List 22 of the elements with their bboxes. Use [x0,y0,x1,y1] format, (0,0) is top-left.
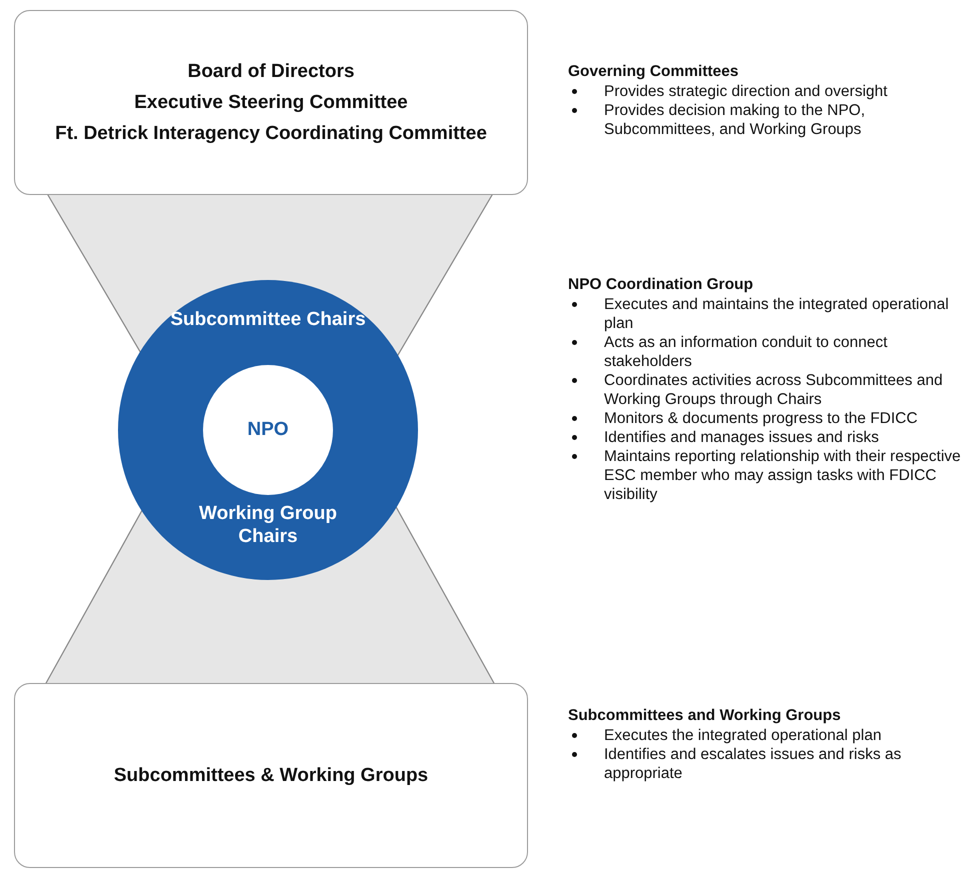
committee-box [14,10,528,195]
box-heading: Ft. Detrick Interagency Coordinating Committee [55,122,487,145]
bullet-text: Identifies and manages issues and risks [568,428,968,447]
bullet-text: Maintains reporting relationship with their respective ESC member who may assign tasks with FDICC visibility [568,447,968,504]
bullet-text: Executes the integrated operational plan [568,726,968,745]
bullet-text: Monitors & documents progress to the FDICC [568,409,968,428]
groups-box [14,683,528,868]
box-heading: Subcommittees & Working Groups [114,764,428,787]
bullet-text: Acts as an information conduit to connect stakeholders [568,333,968,371]
box-heading: Executive Steering Committee [134,91,408,114]
section-heading: Subcommittees and Working Groups [568,706,842,725]
section-heading: Governing Committees [568,62,740,81]
section-heading: NPO Coordination Group [568,275,754,294]
box-heading: Board of Directors [188,60,354,83]
bullet-text: Executes and maintains the integrated operational plan [568,295,968,333]
bullet-text: Coordinates activities across Subcommittees and Working Groups through Chairs [568,371,968,409]
bullet-text: Identifies and escalates issues and risks as appropriate [568,745,968,783]
bullet-text: Provides strategic direction and oversight [568,82,968,101]
circle-label: NPO [247,419,289,441]
ring-label: Working Group Chairs [198,502,338,548]
bullet-text: Provides decision making to the NPO, Subcommittees, and Working Groups [568,101,968,139]
ring-label: Subcommittee Chairs [169,308,367,331]
